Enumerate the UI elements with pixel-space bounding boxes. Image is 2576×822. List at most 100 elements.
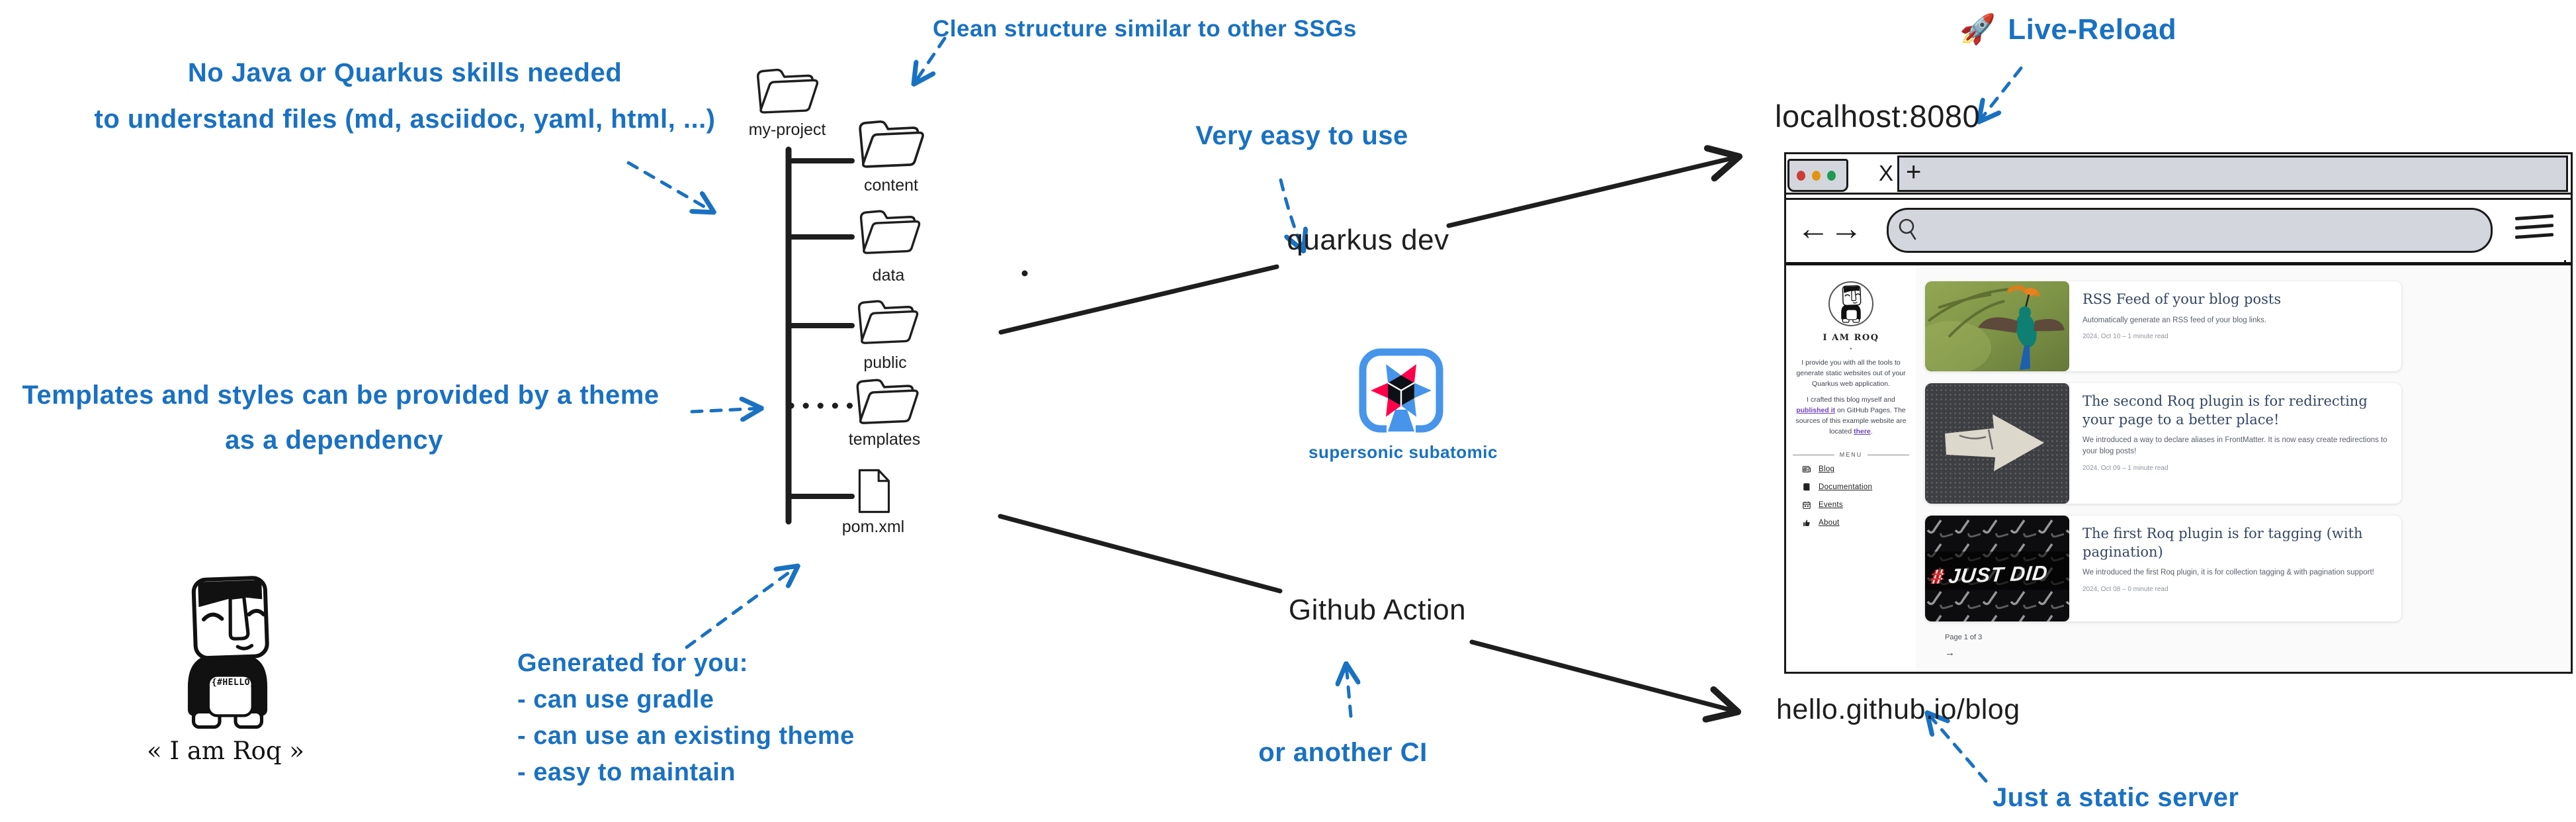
- sidebar-item-documentation[interactable]: Documentation: [1786, 482, 1916, 492]
- post-meta: 2024, Oct 08 – 0 minute read: [2082, 586, 2168, 594]
- toolbar-divider: [1786, 262, 2571, 265]
- annotation-just-static: Just a static server: [1993, 783, 2239, 812]
- generated-item: - easy to maintain: [517, 758, 736, 786]
- tab-bar-divider: [1786, 198, 2571, 200]
- about-text: on GitHub Pages. The sources of this exa…: [1795, 406, 1907, 435]
- quarkus-logo: [1363, 352, 1439, 435]
- thumbs-up-icon: [1803, 520, 1810, 527]
- annotation-live-reload-wrap: 🚀 Live-Reload: [1959, 12, 2176, 46]
- traffic-lights: [1787, 159, 1848, 192]
- label-quarkus-dev: quarkus dev: [1287, 224, 1449, 256]
- post-image-hummingbird: [1925, 281, 2069, 371]
- roq-mascot: [188, 578, 267, 727]
- pagination-label: Page 1 of 3: [1945, 633, 1983, 641]
- rocket-icon: 🚀: [1959, 13, 1996, 46]
- minimize-window-icon[interactable]: [1812, 171, 1821, 181]
- annotation-generated-block: Generated for you: - can use gradle - ca…: [517, 645, 855, 791]
- arrow-to-localhost: [1446, 157, 1738, 228]
- tree-label-templates: templates: [848, 430, 921, 449]
- search-icon: [1899, 218, 1916, 240]
- page-content: I AM ROQ • I provide you with all the to…: [1786, 265, 2571, 672]
- sidebar-item-events[interactable]: Events: [1786, 500, 1916, 510]
- tree-label-public: public: [863, 353, 907, 372]
- annotation-clean-structure: Clean structure similar to other SSGs: [933, 16, 1357, 42]
- sidebar-about: I crafted this blog myself and published…: [1794, 395, 1908, 437]
- tree-label-my-project: my-project: [748, 120, 826, 139]
- tree-label-pom-xml: pom.xml: [841, 518, 905, 536]
- label-pages-url: hello.github.io/blog: [1776, 694, 2020, 725]
- post-card[interactable]: RSS Feed of your blog posts Automaticall…: [1925, 281, 2401, 371]
- post-excerpt: Automatically generate an RSS feed of yo…: [2082, 316, 2267, 324]
- annotation-arrows: [626, 36, 2023, 783]
- sidebar-item-blog[interactable]: Blog: [1786, 465, 1916, 474]
- avatar: [1828, 281, 1873, 326]
- annotation-very-easy: Very easy to use: [1195, 121, 1408, 150]
- label-localhost-url: localhost:8080: [1775, 99, 1981, 134]
- about-text: I crafted this blog myself and: [1807, 396, 1895, 404]
- post-title[interactable]: The first Roq plugin is for tagging (wit…: [2082, 525, 2363, 560]
- calendar-icon: [1803, 502, 1811, 510]
- title-separator: •: [1850, 345, 1852, 352]
- arrow-live-reload: [1979, 66, 2023, 121]
- generated-title: Generated for you:: [517, 649, 748, 677]
- blog-title: I AM ROQ: [1823, 333, 1879, 343]
- tree-label-data: data: [872, 266, 905, 285]
- mascot-caption: « I am Roq »: [147, 737, 304, 765]
- there-link[interactable]: there: [1854, 427, 1871, 435]
- sidebar-item-label: Events: [1819, 501, 1843, 510]
- annotation-no-java-line2: to understand files (md, asciidoc, yaml,…: [94, 105, 716, 134]
- address-bar[interactable]: [1887, 208, 2493, 253]
- back-button[interactable]: ←: [1797, 210, 1830, 247]
- generated-item: - can use an existing theme: [517, 722, 855, 750]
- folder-icon-data: [859, 210, 921, 254]
- tab-strip[interactable]: +: [1897, 156, 2568, 192]
- post-image-arrow: [1925, 383, 2069, 504]
- arrow-no-java: [626, 161, 713, 212]
- browser-tab-bar: X +: [1786, 154, 2571, 195]
- post-meta: 2024, Oct 09 – 1 minute read: [2082, 464, 2168, 472]
- post-card[interactable]: # JUST DID The first Roq plugin is for t…: [1925, 516, 2401, 621]
- forward-button[interactable]: →: [1830, 210, 1863, 247]
- browser-window: X + ← → I AM ROQ: [1784, 152, 2573, 674]
- pagination-next-arrow[interactable]: →: [1945, 647, 1955, 659]
- folder-icon-public: [857, 300, 919, 344]
- file-tree: [785, 146, 855, 525]
- maximize-window-icon[interactable]: [1827, 171, 1836, 181]
- post-title[interactable]: The second Roq plugin is for redirecting…: [2082, 393, 2368, 428]
- annotation-or-ci: or another CI: [1258, 738, 1428, 767]
- post-title[interactable]: RSS Feed of your blog posts: [2082, 291, 2282, 307]
- stray-dot: [1021, 270, 1028, 277]
- post-excerpt: We introduced a way to declare aliases i…: [2082, 436, 2387, 456]
- arrow-static-server: [1928, 713, 1988, 783]
- published-it-link[interactable]: published it: [1796, 406, 1836, 414]
- folder-icon-my-project: [756, 68, 819, 114]
- sidebar-item-label: Blog: [1819, 465, 1835, 474]
- folder-icon-templates: [856, 379, 919, 424]
- annotation-theme-line2: as a dependency: [225, 426, 443, 455]
- book-icon: [1803, 483, 1810, 491]
- generated-item: - can use gradle: [517, 686, 714, 713]
- new-tab-button[interactable]: +: [1906, 158, 1922, 187]
- flow-arrows: [998, 157, 1738, 711]
- browser-toolbar: ← →: [1786, 200, 2571, 262]
- mascot-belly-text: {#HELLO}: [211, 678, 256, 688]
- about-text: .: [1870, 427, 1873, 435]
- post-card[interactable]: The second Roq plugin is for redirecting…: [1925, 383, 2401, 504]
- arrow-to-quarkus-dev-left: [998, 264, 1279, 335]
- arrow-generated: [685, 567, 797, 649]
- menu-icon[interactable]: [2514, 214, 2554, 244]
- sidebar-item-about[interactable]: About: [1786, 518, 1916, 527]
- tab-close-button[interactable]: X: [1879, 161, 1894, 185]
- blog-sidebar: I AM ROQ • I provide you with all the to…: [1786, 265, 1916, 672]
- close-window-icon[interactable]: [1797, 171, 1805, 181]
- arrow-to-github-pages: [1469, 639, 1737, 711]
- post-image-justdid: # JUST DID: [1925, 516, 2069, 621]
- sidebar-intro: I provide you with all the tools to gene…: [1796, 359, 1906, 388]
- menu-heading: MENU: [1793, 451, 1909, 458]
- folder-icon-content: [859, 120, 924, 168]
- sidebar-item-label: Documentation: [1819, 483, 1873, 492]
- arrow-theme: [690, 408, 761, 412]
- arrow-or-ci: [1346, 664, 1351, 718]
